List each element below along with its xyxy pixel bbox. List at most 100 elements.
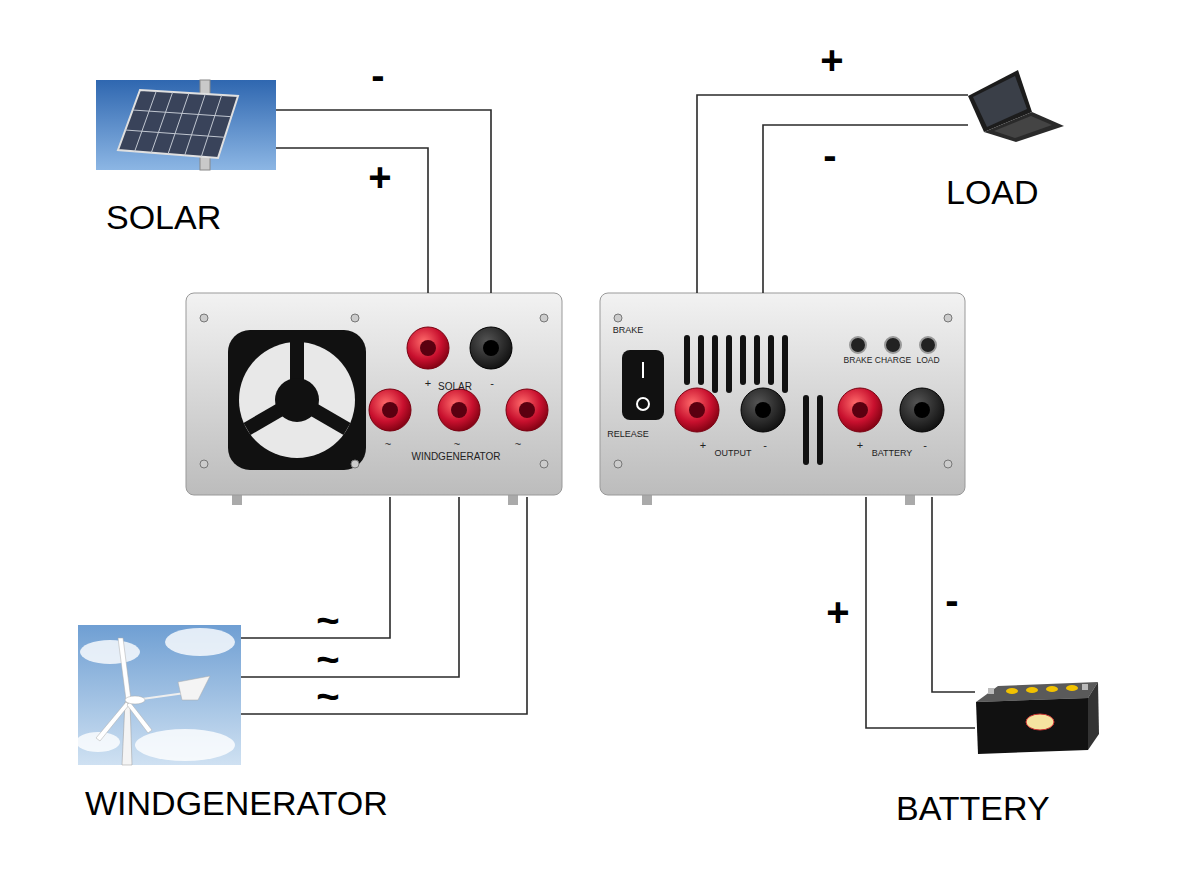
screw: [614, 460, 622, 468]
tail-fin: [178, 676, 210, 700]
cloud: [165, 628, 235, 656]
terminal-hole: [382, 402, 398, 418]
black-terminal: [470, 327, 512, 369]
source-heading: WINDGENERATOR: [85, 783, 388, 824]
cloud: [76, 732, 120, 752]
indicator-led: [850, 337, 866, 353]
terminal-hole: [420, 340, 436, 356]
laptop-picture: [968, 70, 1064, 142]
wire: [697, 95, 968, 293]
panel-marking: +: [700, 439, 706, 452]
vent-slot: [803, 395, 809, 465]
fan-hub: [275, 378, 319, 422]
wire: [276, 110, 491, 293]
load-heading: LOAD: [946, 172, 1039, 213]
wire-polarity-label: ~: [316, 605, 339, 635]
terminal-hole: [914, 402, 930, 418]
wire-polarity-label: -: [823, 135, 836, 175]
screw: [540, 314, 548, 322]
controller-input-panel-picture: [186, 293, 562, 505]
panel-marking: +: [857, 439, 863, 452]
panel-face: [186, 293, 562, 495]
battery-badge: [1026, 714, 1054, 730]
wire: [241, 497, 527, 714]
panel-marking: CHARGE: [875, 355, 911, 365]
battery-cap: [1026, 687, 1038, 693]
panel-marking: -: [923, 439, 927, 452]
blade: [96, 702, 129, 741]
controller-output-panel: BRAKEBRAKECHARGELOADRELEASE+OUTPUT-+BATT…: [600, 293, 965, 497]
sky: [96, 80, 276, 170]
battery-front: [976, 698, 1088, 754]
panel-marking: BATTERY: [872, 448, 913, 459]
wire-polarity-label: -: [945, 580, 958, 620]
wire: [241, 497, 390, 638]
vent-slot: [698, 335, 704, 385]
vent-slot: [817, 395, 823, 465]
battery-cap: [1006, 688, 1018, 694]
panel-marking: BRAKE: [613, 325, 644, 336]
wire-polarity-label: +: [826, 592, 849, 632]
panel-marking: SOLAR: [438, 381, 472, 393]
battery-cap: [1066, 685, 1078, 691]
wire: [932, 497, 975, 692]
black-terminal: [741, 388, 785, 432]
wire-polarity-label: ~: [316, 644, 339, 674]
screw: [200, 314, 208, 322]
vent-slot: [782, 335, 788, 393]
solar-source: SOLAR: [96, 80, 276, 170]
panel-marking: BRAKE: [844, 355, 873, 365]
wire: [276, 148, 428, 293]
red-terminal: [506, 389, 548, 431]
switch-mark: [642, 362, 644, 378]
panel-marking: RELEASE: [607, 429, 649, 440]
panel-marking: +: [425, 377, 431, 390]
battery-picture: [976, 682, 1099, 754]
battery-post: [988, 688, 994, 694]
panel-marking: OUTPUT: [715, 448, 752, 459]
battery-side: [1088, 682, 1099, 750]
screw: [351, 314, 359, 322]
wire: [866, 497, 975, 728]
wire-polarity-label: -: [371, 55, 384, 95]
vent-slot: [754, 335, 760, 385]
vent-slot: [712, 335, 718, 393]
black-terminal: [900, 388, 944, 432]
battery-heading: BATTERY: [896, 788, 1050, 829]
nacelle: [125, 696, 145, 704]
terminal-hole: [689, 402, 705, 418]
wire-polarity-label: +: [820, 40, 843, 80]
vent-slot: [684, 335, 690, 385]
red-terminal: [407, 327, 449, 369]
screw: [351, 460, 359, 468]
laptop-base: [984, 112, 1064, 142]
wire-polarity-label: +: [368, 157, 391, 197]
cloud: [80, 640, 140, 664]
blade: [127, 702, 152, 733]
wire: [241, 497, 459, 677]
cell-grid: [125, 91, 231, 157]
terminal-hole: [519, 402, 535, 418]
screw: [944, 314, 952, 322]
panel-marking: -: [763, 439, 767, 452]
wind-source: WINDGENERATOR: [78, 625, 241, 765]
wire: [763, 125, 968, 293]
battery-cap: [1046, 686, 1058, 692]
cloud: [135, 729, 235, 761]
red-terminal: [369, 389, 411, 431]
screw: [540, 460, 548, 468]
panel-marking: -: [490, 377, 494, 390]
vent-slot: [768, 335, 774, 385]
terminal-hole: [451, 402, 467, 418]
terminal-hole: [755, 402, 771, 418]
vent-slot: [726, 335, 732, 393]
vent-slot: [740, 335, 746, 385]
switch-mark: [637, 398, 649, 410]
battery: BATTERY: [975, 680, 1100, 755]
controller-output-panel-picture: [600, 293, 965, 505]
panel-marking: ~: [454, 438, 460, 451]
blade: [118, 638, 131, 700]
red-terminal: [675, 388, 719, 432]
red-terminal: [838, 388, 882, 432]
load: LOAD: [968, 68, 1065, 142]
